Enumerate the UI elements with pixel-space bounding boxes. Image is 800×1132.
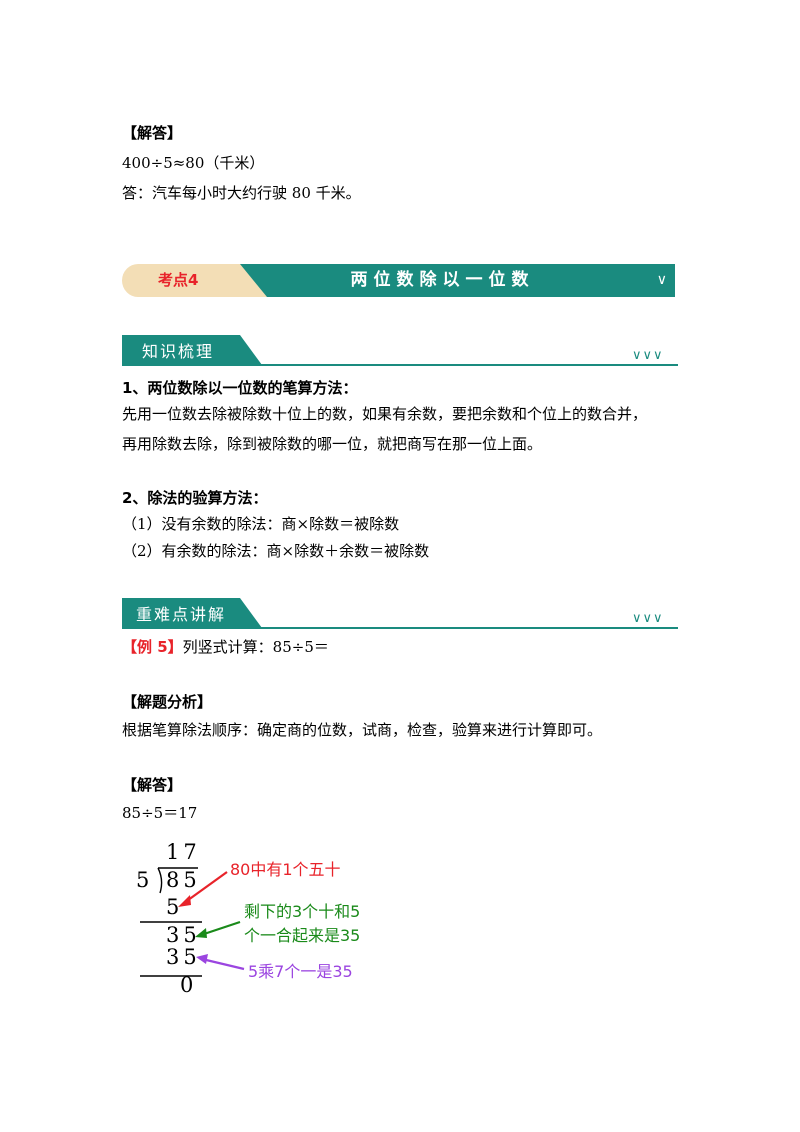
division-dividend: 85 [166, 868, 201, 892]
check-method-title: 2、除法的验算方法： [122, 489, 268, 507]
annotation-tens: 80中有1个五十 [230, 860, 341, 879]
division-divisor: 5 [136, 868, 154, 892]
annotation-combine-line: 个一合起来是35 [244, 926, 361, 945]
topic-tag-shape [122, 264, 267, 297]
division-step-subtract: 35 [166, 945, 201, 969]
section-divider [122, 627, 678, 629]
solution-heading: 【解答】 [122, 776, 183, 794]
example-line: 【例 5】列竖式计算：85÷5＝ [122, 637, 329, 657]
chevron-down-icon: ∨∨∨ [632, 348, 664, 363]
topic-tag-label: 考点4 [158, 271, 199, 289]
example-tag: 【例 5】 [122, 638, 183, 656]
answer-heading: 【解答】 [122, 124, 183, 142]
check-method-line: （2）有余数的除法：商×除数＋余数＝被除数 [122, 542, 430, 560]
division-lines [140, 867, 245, 977]
section-tab-shape [122, 335, 262, 365]
answer-calculation: 400÷5≈80（千米） [122, 154, 265, 172]
annotation-multiply: 5乘7个一是35 [248, 962, 353, 981]
division-step-subtract: 5 [166, 895, 184, 919]
division-step-remainder: 35 [166, 923, 201, 947]
topic-tag: 考点4 [122, 264, 264, 297]
analysis-heading: 【解题分析】 [122, 693, 213, 711]
method-title: 1、两位数除以一位数的笔算方法： [122, 379, 358, 397]
method-text-line: 先用一位数去除被除数十位上的数，如果有余数，要把余数和个位上的数合并， [122, 405, 648, 423]
method-text-line: 再用除数去除，除到被除数的哪一位，就把商写在那一位上面。 [122, 435, 543, 453]
annotation-combine-line: 剩下的3个十和5 [244, 902, 361, 921]
example-question: 列竖式计算：85÷5＝ [182, 638, 329, 656]
chevron-down-icon: ∨ [656, 272, 667, 288]
section-divider [122, 364, 678, 366]
topic-title: 两位数除以一位数 [350, 270, 535, 290]
annotation-combine: 剩下的3个十和5 个一合起来是35 [244, 900, 360, 948]
section-heading-knowledge: 知识梳理 [142, 342, 215, 361]
answer-sentence: 答：汽车每小时大约行驶 80 千米。 [122, 184, 361, 202]
division-final-remainder: 0 [180, 973, 198, 997]
section-tab-shape [122, 598, 262, 628]
division-quotient: 17 [166, 840, 201, 864]
check-method-line: （1）没有余数的除法：商×除数＝被除数 [122, 515, 400, 533]
analysis-text: 根据笔算除法顺序：确定商的位数，试商，检查，验算来进行计算即可。 [122, 721, 603, 739]
section-heading-key-points: 重难点讲解 [136, 605, 227, 624]
chevron-down-icon: ∨∨∨ [632, 611, 664, 626]
solution-equation: 85÷5＝17 [122, 804, 198, 822]
